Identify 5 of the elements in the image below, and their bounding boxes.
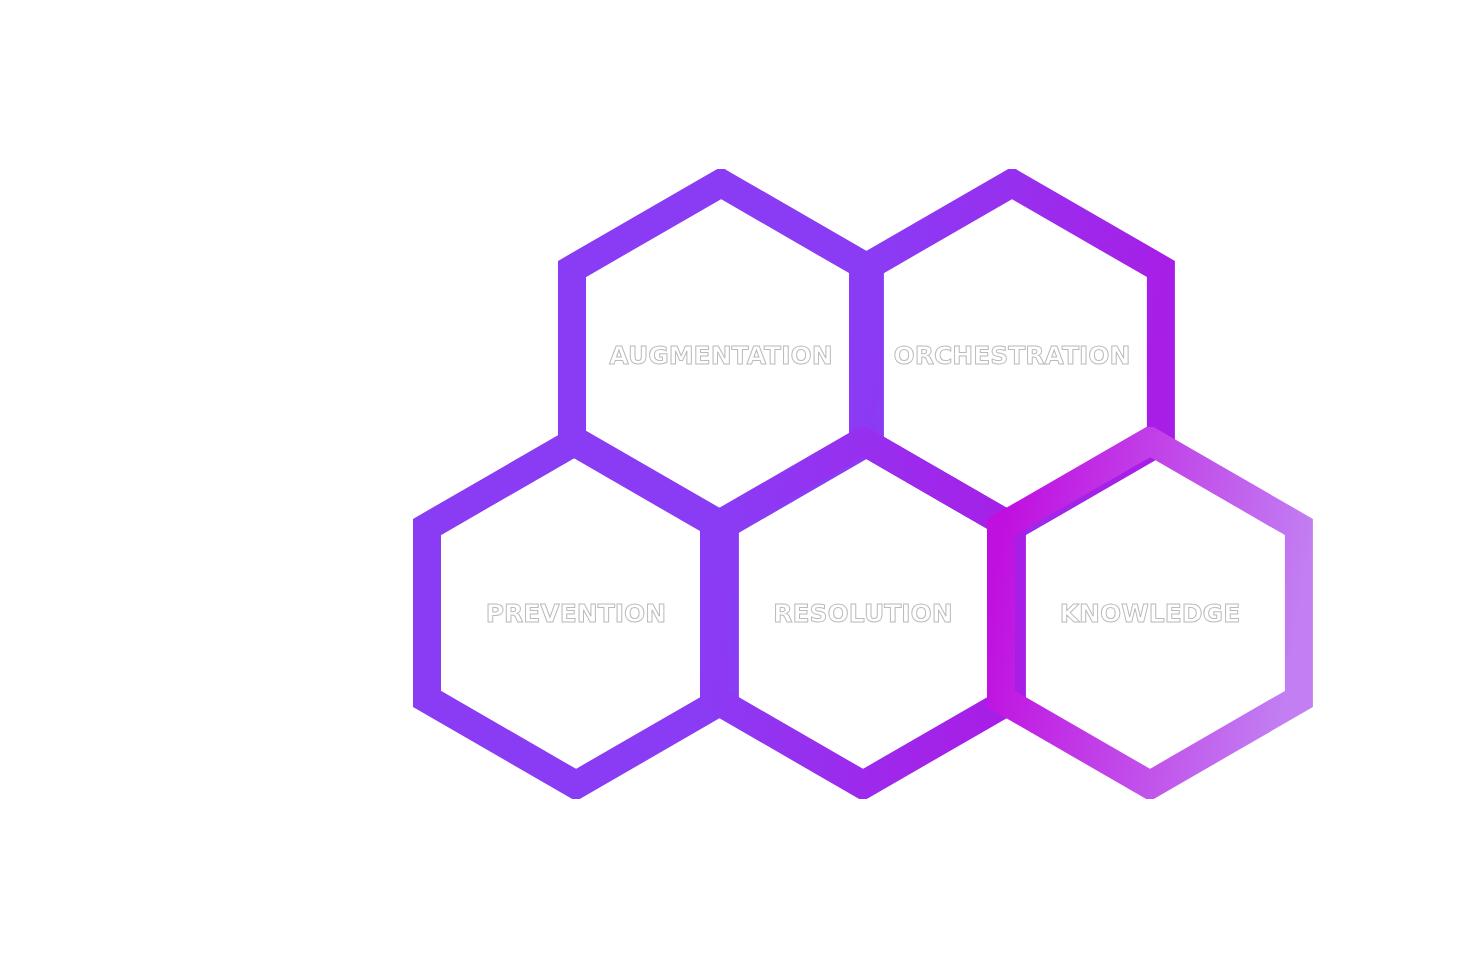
hexagon-label: AUGMENTATION [609, 340, 833, 370]
hexagon-label: PREVENTION [485, 598, 667, 628]
hexagon-label: ORCHESTRATION [893, 340, 1131, 370]
hexagon-label: RESOLUTION [773, 598, 953, 628]
hexagon-label: KNOWLEDGE [1059, 598, 1241, 628]
